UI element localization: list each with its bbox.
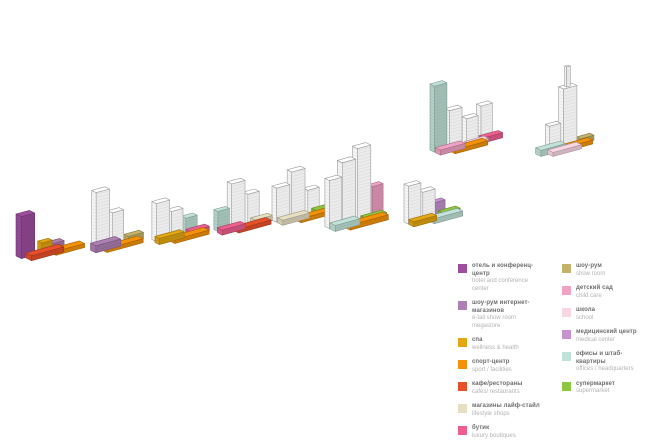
legend-label-en: show room [576,271,646,279]
legend-label-ru: супермаркет [576,381,646,389]
legend-label-en: wellness & health [472,345,542,353]
legend-swatch-sport [458,360,467,369]
legend-label-en: sport / facilities [472,367,542,375]
legend-label-en: offices / headquarters [576,366,646,374]
legend-label-en: supermarket [576,388,646,396]
legend-label-en: child care [576,293,646,301]
legend-label-ru: шоу-рум интернет-магазинов [472,300,542,315]
legend-swatch-showroom [562,264,571,273]
legend-label-ru: отель и конференц-центр [472,263,542,278]
legend-swatch-medical [562,330,571,339]
legend-swatch-cafes [458,382,467,391]
legend-label-en: hotel and conference center [472,278,542,293]
legend-label-ru: кафе/рестораны [472,381,542,389]
legend-label-ru: шоу-рум [576,263,646,271]
legend-label-ru: школа [576,307,646,315]
legend-swatch-offices [562,352,571,361]
legend-swatch-spa [458,338,467,347]
legend-swatch-etail [458,301,467,310]
legend-label-en: e-tail show room megastore [472,315,542,330]
legend-label-ru: спорт-центр [472,359,542,367]
legend-label-ru: детский сад [576,285,646,293]
buildings-layer [16,65,594,261]
legend-swatch-supermarket [562,382,571,391]
legend-label-ru: бутик [472,425,542,433]
building-face [430,84,435,152]
legend-label-en: cafes/ restaurants [472,389,542,397]
legend-label-ru: спа [472,337,542,345]
legend-label-ru: медицинский центр [576,329,646,337]
legend-swatch-school [562,308,571,317]
legend-label-en: lifestyle shops [472,411,542,419]
legend-swatch-lifestyle [458,404,467,413]
legend-label-ru: офисы и штаб-квартиры [576,351,646,366]
legend-swatch-hotel [458,264,467,273]
legend-label-en: medical center [576,337,646,345]
legend-swatch-childcare [562,286,571,295]
legend-label-en: school [576,315,646,323]
legend-label-ru: магазины лайф-стайл [472,403,542,411]
building-face [272,186,277,222]
